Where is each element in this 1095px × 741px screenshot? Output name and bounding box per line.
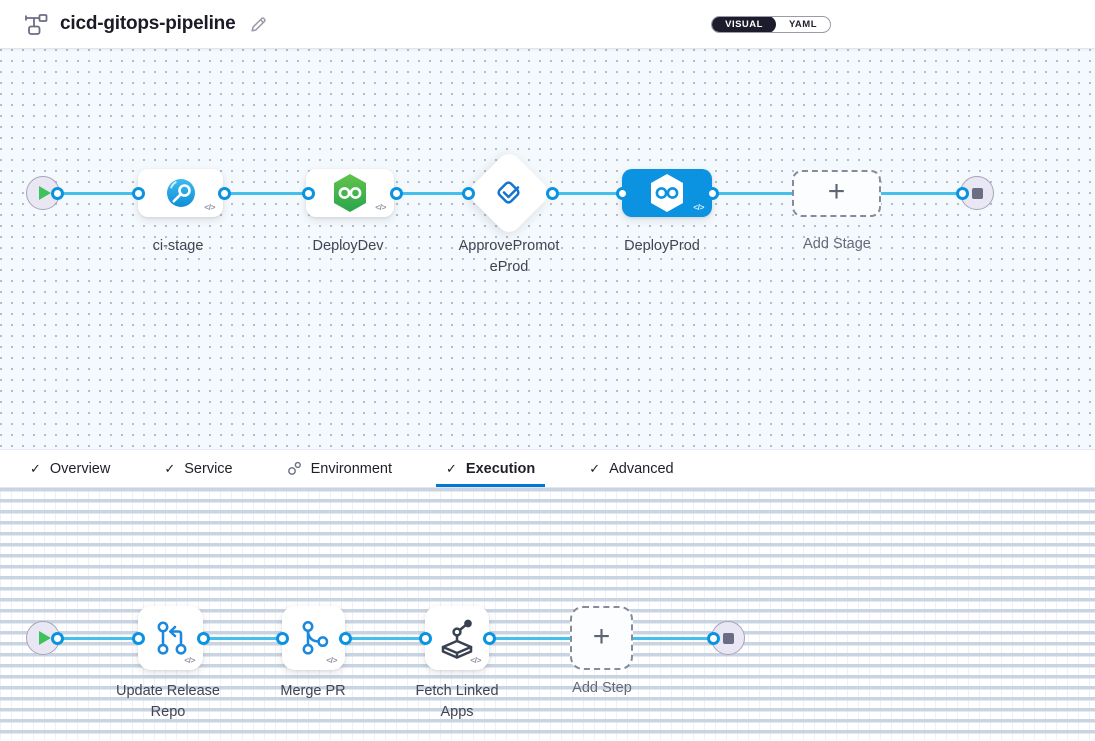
stop-icon bbox=[722, 632, 734, 644]
connector-point[interactable] bbox=[706, 631, 720, 645]
play-icon bbox=[39, 631, 51, 645]
check-icon: ✓ bbox=[589, 460, 601, 476]
pipeline-icon bbox=[25, 13, 48, 35]
tab-label: Service bbox=[184, 460, 233, 477]
stage-label: ci-stage bbox=[152, 238, 204, 254]
visual-yaml-toggle: VISUAL YAML bbox=[711, 15, 831, 33]
stage-node-deploydev[interactable]: </> bbox=[306, 169, 394, 217]
connector-point[interactable] bbox=[955, 186, 969, 200]
connector-point[interactable] bbox=[50, 186, 64, 200]
toggle-visual[interactable]: VISUAL bbox=[712, 16, 776, 32]
stage-label: Add Stage bbox=[803, 236, 871, 252]
connector-point[interactable] bbox=[705, 186, 719, 200]
stop-icon bbox=[971, 187, 983, 199]
connector-point[interactable] bbox=[615, 186, 629, 200]
stage-canvas[interactable]: </> </> </> + bbox=[0, 49, 1095, 449]
gitops-fetch-linked-apps-icon bbox=[441, 619, 473, 659]
pipeline-end-node[interactable] bbox=[960, 176, 994, 210]
cd-deploy-icon bbox=[334, 174, 366, 212]
step-label: Fetch Linked Apps bbox=[415, 683, 499, 721]
page-title: cicd-gitops-pipeline bbox=[60, 13, 236, 34]
check-icon: ✓ bbox=[446, 460, 457, 476]
step-node-update-release-repo[interactable]: </> bbox=[138, 606, 203, 670]
cd-deploy-icon bbox=[651, 174, 683, 212]
step-label: Update Release Repo bbox=[116, 683, 220, 721]
connector-point[interactable] bbox=[196, 631, 210, 645]
stage-node-approvepromoteprod[interactable] bbox=[465, 149, 553, 237]
tab-service[interactable]: ✓ Service bbox=[154, 450, 242, 487]
tab-environment[interactable]: Environment bbox=[277, 450, 402, 487]
connector-point[interactable] bbox=[131, 631, 145, 645]
tab-label: Advanced bbox=[609, 460, 674, 477]
step-label: Add Step bbox=[572, 680, 632, 696]
stage-label: DeployProd bbox=[624, 238, 700, 254]
stage-node-ci-stage[interactable]: </> bbox=[138, 169, 223, 217]
connector-point[interactable] bbox=[131, 186, 145, 200]
code-icon[interactable]: </> bbox=[693, 202, 704, 212]
connector-point[interactable] bbox=[50, 631, 64, 645]
check-icon: ✓ bbox=[164, 460, 176, 476]
connector-point[interactable] bbox=[338, 631, 352, 645]
plus-icon: + bbox=[592, 619, 611, 653]
code-icon[interactable]: </> bbox=[204, 202, 215, 212]
plus-icon: + bbox=[827, 175, 846, 208]
edit-pencil-icon[interactable] bbox=[249, 15, 268, 34]
connector-point[interactable] bbox=[461, 186, 475, 200]
code-icon[interactable]: </> bbox=[184, 655, 195, 665]
tab-label: Execution bbox=[465, 460, 536, 477]
connector-point[interactable] bbox=[545, 186, 559, 200]
connector-point[interactable] bbox=[389, 186, 403, 200]
connector-point[interactable] bbox=[482, 631, 496, 645]
tab-label: Overview bbox=[49, 460, 111, 477]
tab-execution[interactable]: ✓ Execution bbox=[436, 450, 545, 487]
code-icon[interactable]: </> bbox=[326, 655, 337, 665]
environment-icon bbox=[287, 461, 301, 475]
add-step-button[interactable]: + bbox=[570, 606, 633, 670]
merge-pr-icon bbox=[302, 621, 328, 655]
connector-point[interactable] bbox=[275, 631, 289, 645]
toggle-yaml[interactable]: YAML bbox=[788, 18, 817, 30]
step-node-merge-pr[interactable]: </> bbox=[282, 606, 345, 670]
tab-overview[interactable]: ✓ Overview bbox=[20, 450, 120, 487]
tab-label: Environment bbox=[310, 460, 393, 477]
tab-advanced[interactable]: ✓ Advanced bbox=[579, 450, 683, 487]
step-node-fetch-linked-apps[interactable]: </> bbox=[425, 606, 489, 670]
connector-line bbox=[43, 636, 728, 640]
add-stage-button[interactable]: + bbox=[792, 170, 881, 217]
connector-point[interactable] bbox=[217, 186, 231, 200]
check-icon: ✓ bbox=[30, 460, 41, 476]
connector-point[interactable] bbox=[301, 186, 315, 200]
stage-label: DeployDev bbox=[312, 238, 384, 254]
execution-canvas[interactable]: </> </> </> + bbox=[0, 488, 1095, 740]
page-header: cicd-gitops-pipeline VISUAL YAML bbox=[0, 0, 1095, 49]
code-icon[interactable]: </> bbox=[470, 655, 481, 665]
stage-config-tabs: ✓ Overview ✓ Service Environment ✓ Execu… bbox=[0, 449, 1095, 488]
pipeline-start-node[interactable] bbox=[26, 176, 60, 210]
update-release-repo-icon bbox=[157, 621, 186, 655]
stage-node-deployprod[interactable]: </> bbox=[622, 169, 712, 217]
approval-icon bbox=[497, 181, 520, 204]
step-label: Merge PR bbox=[280, 683, 346, 699]
code-icon[interactable]: </> bbox=[375, 202, 386, 212]
connector-point[interactable] bbox=[418, 631, 432, 645]
stage-label: ApprovePromoteProd bbox=[458, 238, 560, 276]
play-icon bbox=[39, 186, 51, 200]
ci-build-icon bbox=[166, 179, 195, 207]
